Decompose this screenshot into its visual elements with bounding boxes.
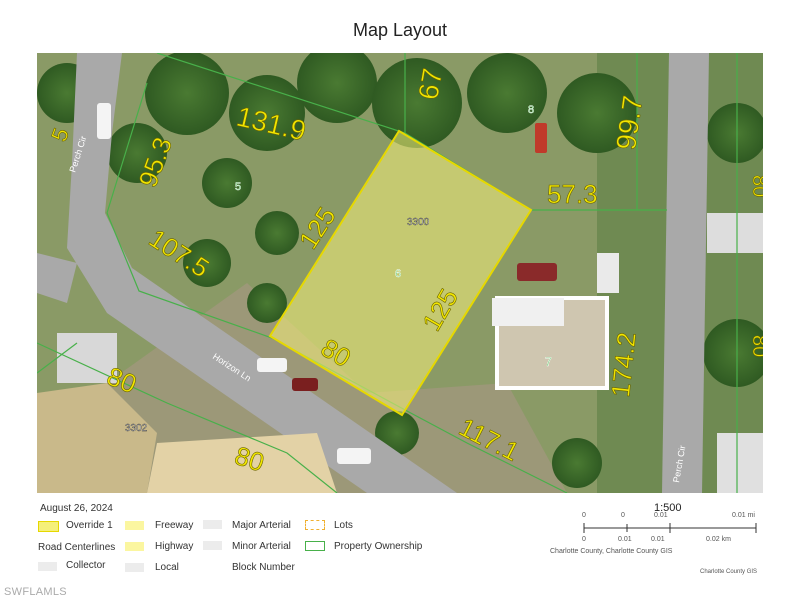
- roads: [37, 53, 709, 493]
- map-title: Map Layout: [352, 20, 448, 40]
- legend-major-arterial-label: Major Arterial: [232, 520, 291, 531]
- scale-ticks: [583, 523, 757, 533]
- scale-bar: 1:500 0 0 0.01 0.01 mi 0 0.01 0.01 0.02 …: [520, 498, 790, 578]
- dimension-label: 80: [748, 175, 763, 197]
- map-canvas: Perch Cir Horizon Ln Perch Cir 131.9 67 …: [37, 53, 763, 493]
- legend-override-label: Override 1: [66, 520, 113, 531]
- parcel-label: 3302: [125, 423, 148, 434]
- legend-freeway-label: Freeway: [155, 520, 194, 531]
- vehicles: [97, 103, 557, 464]
- aerial-map[interactable]: Perch Cir Horizon Ln Perch Cir 131.9 67 …: [37, 53, 763, 493]
- lot-number: 8: [528, 104, 534, 116]
- dimension-label: 80: [748, 335, 763, 357]
- scale-km-label: 0.01: [651, 536, 665, 543]
- legend-property-ownership-label: Property Ownership: [334, 541, 423, 552]
- dimension-label: 67: [412, 66, 448, 102]
- scale-mi-label: 0: [621, 512, 625, 519]
- local-swatch: [125, 563, 144, 572]
- scale-source: Charlotte County, Charlotte County GIS: [550, 548, 673, 555]
- watermark: SWFLAMLS: [4, 586, 67, 598]
- legend-minor-arterial-label: Minor Arterial: [232, 541, 291, 552]
- legend-collector-label: Collector: [66, 560, 106, 571]
- scale-mi-label: 0.01: [654, 512, 668, 519]
- lot-number: 6: [395, 268, 401, 280]
- legend-highway-label: Highway: [155, 541, 194, 552]
- legend-road-centerlines-label: Road Centerlines: [38, 542, 116, 553]
- lot-number: 7: [545, 355, 552, 369]
- freeway-swatch: [125, 521, 144, 530]
- selected-parcel-override[interactable]: [268, 129, 533, 417]
- scale-ratio: 1:500: [654, 502, 682, 514]
- houses: [37, 213, 763, 493]
- scale-mi-label: 0.01 mi: [732, 512, 755, 519]
- lot-numbers: 8 5 6 7: [235, 104, 553, 370]
- legend-block-number-label: Block Number: [232, 562, 295, 573]
- scale-km-label: 0.01: [618, 536, 632, 543]
- scale-km-label: 0.02 km: [706, 536, 731, 543]
- scale-mi-label: 0: [582, 512, 586, 519]
- highway-swatch: [125, 542, 144, 551]
- map-credit: Charlotte County GIS: [700, 569, 758, 575]
- dimension-label: 57.3: [547, 179, 598, 209]
- dimension-label: 174.2: [605, 331, 642, 399]
- parcel-labels: 3300 3302: [125, 217, 430, 434]
- legend-local-label: Local: [155, 562, 179, 573]
- legend-lots-label: Lots: [334, 520, 353, 531]
- tree-canopy: [37, 53, 763, 488]
- scale-km-label: 0: [582, 536, 586, 543]
- lot-number: 5: [235, 181, 241, 193]
- parcel-label: 3300: [407, 217, 430, 228]
- minor-arterial-swatch: [203, 541, 222, 550]
- override-swatch: [38, 521, 59, 532]
- major-arterial-swatch: [203, 520, 222, 529]
- map-date: August 26, 2024: [40, 503, 113, 514]
- lots-swatch: [305, 520, 325, 530]
- property-ownership-swatch: [305, 541, 325, 551]
- collector-swatch: [38, 562, 57, 571]
